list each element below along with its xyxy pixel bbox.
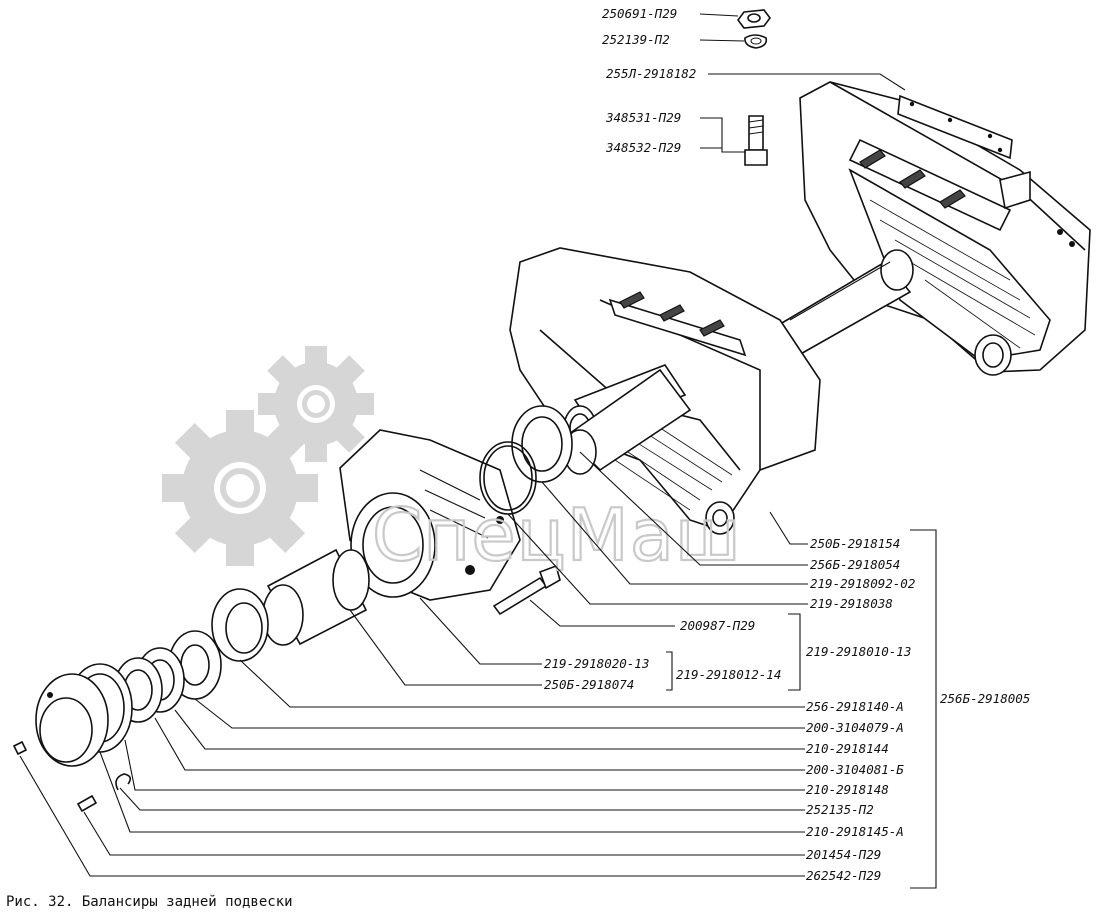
- part-label: 219-2918012-14: [676, 667, 781, 682]
- part-label: 219-2918020-13: [544, 656, 649, 671]
- figure-caption: Рис. 32. Балансиры задней подвески: [6, 894, 293, 910]
- part-label: 201454-П29: [806, 847, 881, 862]
- part-label: 200-3104081-Б: [806, 762, 904, 777]
- label-nut: 250691-П29: [602, 6, 677, 21]
- plug-icon: [12, 740, 28, 756]
- label-plate: 255Л-2918182: [606, 66, 696, 81]
- bolt-long-icon: [492, 564, 561, 616]
- label-bolt-b: 348532-П29: [605, 140, 681, 155]
- retaining-clip: [115, 773, 132, 791]
- leader-lines: [19, 13, 937, 889]
- screw-icon: [76, 794, 98, 813]
- part-label: 210-2918145-А: [806, 824, 904, 839]
- label-assembly: 256Б-2918005: [940, 691, 1030, 706]
- hub-housing: [339, 429, 521, 601]
- part-label: 219-2918038: [810, 596, 893, 611]
- label-bolt-a: 348531-П29: [605, 110, 681, 125]
- part-label: 200-3104079-А: [806, 720, 904, 735]
- part-label: 262542-П29: [806, 868, 881, 883]
- part-label: 250Б-2918074: [544, 677, 634, 692]
- spring-washer-icon: [744, 34, 768, 49]
- nut-icon: [737, 9, 771, 29]
- part-label: 210-2918144: [806, 741, 889, 756]
- part-label: 219-2918010-13: [806, 644, 911, 659]
- hub-cap: [35, 673, 109, 767]
- part-label: 252135-П2: [806, 802, 874, 817]
- watermark-gear-icon: [162, 346, 374, 566]
- part-label: 250Б-2918154: [810, 536, 900, 551]
- part-label: 200987-П29: [680, 618, 755, 633]
- label-washer: 252139-П2: [602, 32, 670, 47]
- bolt-icon: [744, 115, 768, 166]
- part-label: 256Б-2918054: [810, 557, 900, 572]
- part-label: 256-2918140-А: [806, 699, 904, 714]
- sleeve-bushing: [262, 548, 370, 646]
- seal-ring: [511, 405, 573, 483]
- mounting-plate: [897, 94, 1013, 160]
- part-label: 210-2918148: [806, 782, 889, 797]
- watermark-text: СпецМаш: [372, 493, 742, 577]
- bearing-ring: [211, 588, 269, 662]
- part-label: 219-2918092-02: [810, 576, 915, 591]
